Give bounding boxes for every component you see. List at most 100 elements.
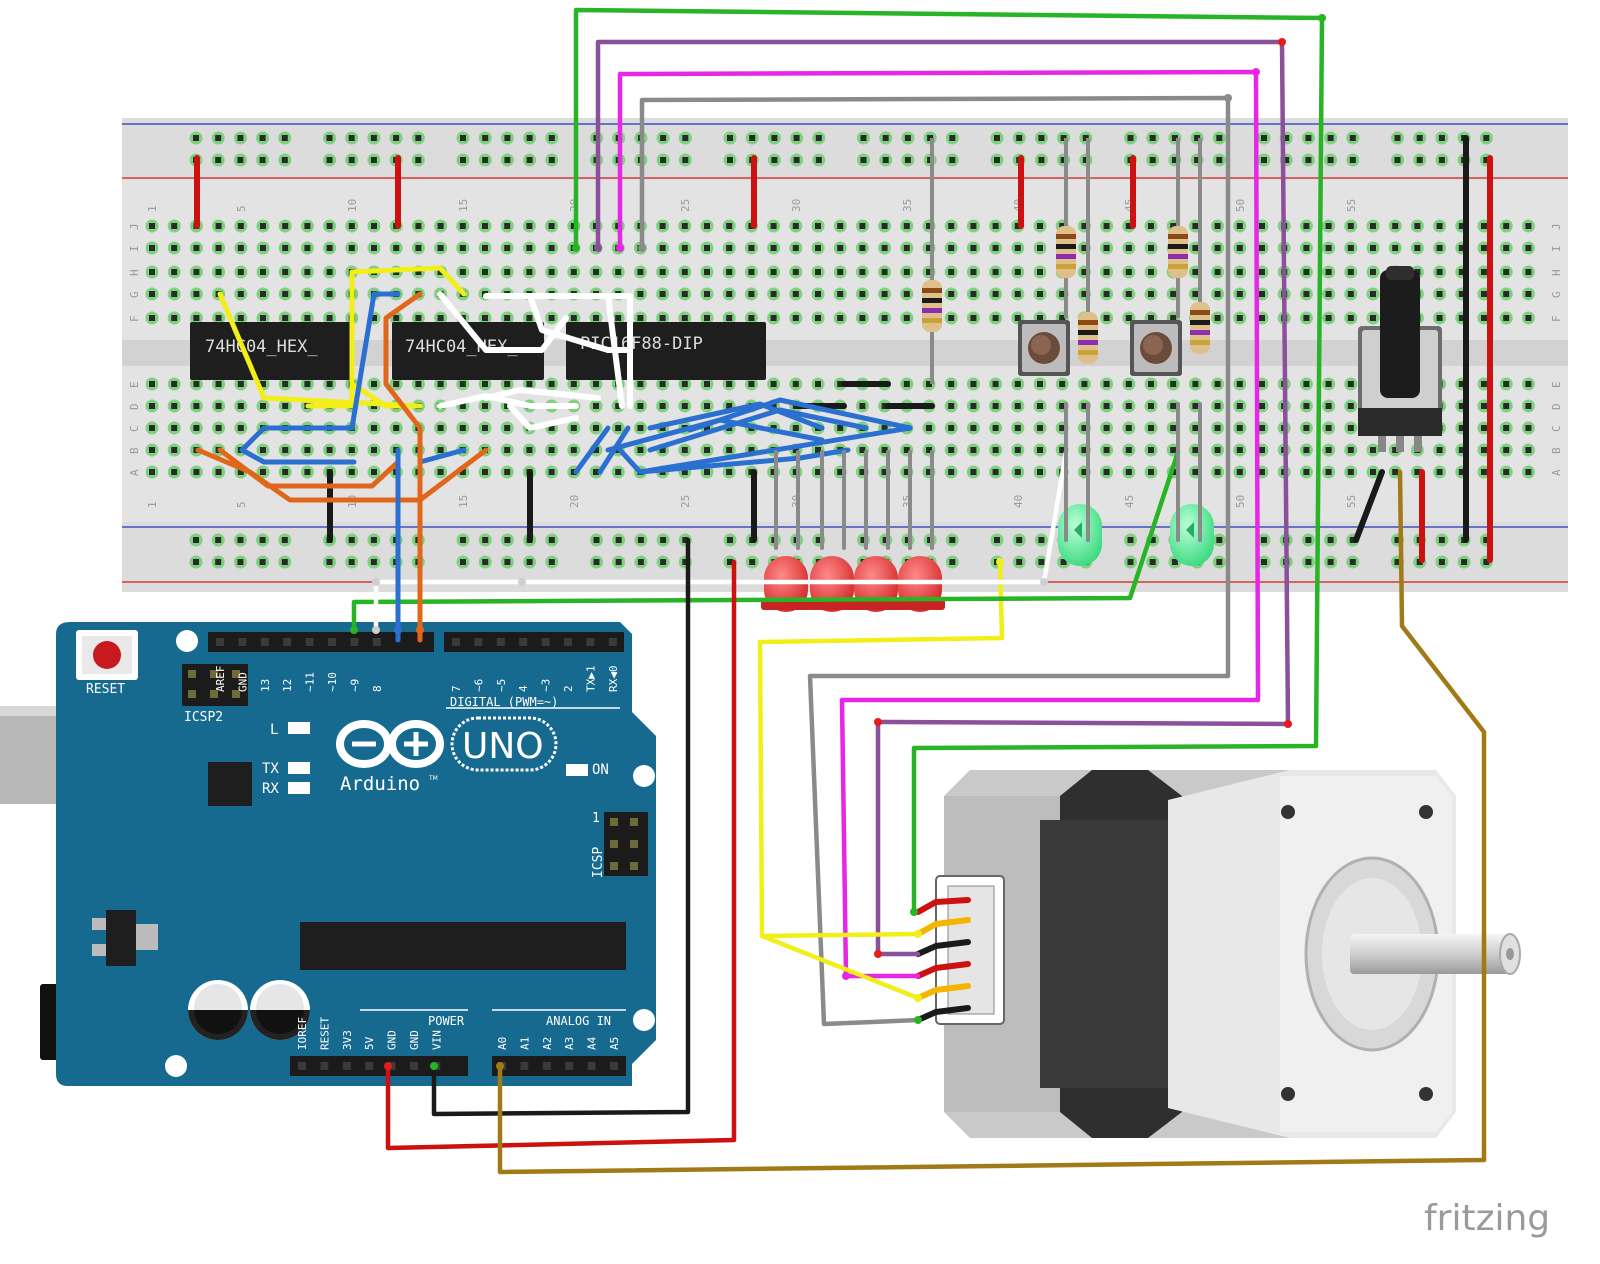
wire-end bbox=[910, 908, 918, 916]
resistor bbox=[1168, 226, 1188, 278]
chip-ic1-label: 74HC04_HEX_ bbox=[205, 337, 318, 357]
row-letter: D bbox=[1550, 403, 1563, 410]
chip-ic3[interactable]: PIC16F88-DIP bbox=[566, 322, 766, 380]
column-number: 5 bbox=[235, 501, 248, 508]
analog-pin-label: A3 bbox=[563, 1037, 576, 1050]
breadboard-holes bbox=[145, 131, 1535, 569]
digital-pin-holes bbox=[216, 638, 617, 646]
wire-end bbox=[842, 972, 850, 980]
wire-end bbox=[616, 244, 624, 252]
wire-end bbox=[638, 244, 646, 252]
row-letter: H bbox=[1550, 269, 1563, 276]
wire-end bbox=[372, 578, 380, 586]
digital-pin-label: 8 bbox=[371, 685, 384, 692]
resistor bbox=[1190, 302, 1210, 354]
push-button-2[interactable] bbox=[1130, 320, 1182, 376]
column-number: 15 bbox=[457, 495, 470, 508]
rx-led-label: RX bbox=[262, 781, 279, 797]
breadboard-short-jumpers bbox=[194, 135, 1493, 563]
l-led-label: L bbox=[270, 722, 278, 738]
digital-pin-label: 13 bbox=[259, 679, 272, 692]
rx-led bbox=[288, 782, 310, 794]
wire-end bbox=[384, 1062, 392, 1070]
row-letter: A bbox=[128, 469, 141, 476]
analog-pin-label: A0 bbox=[496, 1037, 509, 1050]
icsp2-header bbox=[182, 664, 248, 706]
column-number: 55 bbox=[1345, 199, 1358, 212]
row-letter: J bbox=[128, 223, 141, 230]
icsp-label: ICSP bbox=[591, 847, 606, 878]
on-led-label: ON bbox=[592, 762, 609, 778]
wire-end bbox=[914, 1016, 922, 1024]
row-letter: A bbox=[1550, 469, 1563, 476]
digital-label: DIGITAL (PWM=~) bbox=[450, 695, 558, 709]
digital-pin-label: ~11 bbox=[304, 672, 317, 692]
digital-pin-label: AREF bbox=[214, 666, 227, 693]
column-number: 1 bbox=[146, 205, 159, 212]
arduino-tm: TM bbox=[428, 775, 438, 782]
digital-pin-label: 2 bbox=[562, 685, 575, 692]
tx-led-label: TX bbox=[262, 761, 279, 777]
reset-button[interactable] bbox=[76, 630, 138, 680]
wire-end bbox=[914, 994, 922, 1002]
column-number: 35 bbox=[901, 199, 914, 212]
chip-ic1[interactable]: 74HC04_HEX_ bbox=[190, 322, 354, 380]
column-number: 25 bbox=[679, 495, 692, 508]
row-letter: E bbox=[1550, 381, 1563, 388]
column-number: 50 bbox=[1234, 495, 1247, 508]
wire-end bbox=[1284, 720, 1292, 728]
resistor bbox=[1056, 226, 1076, 278]
analog-pin-label: A2 bbox=[541, 1037, 554, 1050]
analog-header bbox=[492, 1056, 626, 1076]
column-number: 30 bbox=[790, 199, 803, 212]
uno-label: UNO bbox=[462, 726, 544, 767]
long-wires bbox=[350, 7, 1487, 1175]
digital-pin-label: 4 bbox=[517, 685, 530, 692]
digital-pin-label: ~6 bbox=[472, 679, 485, 692]
row-letter: B bbox=[128, 447, 141, 454]
row-letter: I bbox=[128, 245, 141, 252]
push-button-1[interactable] bbox=[1018, 320, 1070, 376]
row-letter: C bbox=[1550, 425, 1563, 432]
digital-header-low bbox=[444, 632, 624, 652]
column-number: 25 bbox=[679, 199, 692, 212]
column-number: 5 bbox=[235, 205, 248, 212]
capacitor-1 bbox=[188, 980, 248, 1040]
stepper-motor bbox=[935, 770, 1521, 1138]
potentiometer[interactable] bbox=[1358, 266, 1442, 452]
column-number: 45 bbox=[1123, 495, 1136, 508]
wire-end bbox=[1278, 38, 1286, 46]
microcontroller-chip bbox=[300, 922, 626, 970]
power-pin-label: IOREF bbox=[296, 1017, 309, 1050]
digital-pin-label: GND bbox=[236, 672, 249, 692]
wire-end bbox=[350, 626, 358, 634]
usb-chip bbox=[208, 762, 252, 806]
reset-label: RESET bbox=[86, 682, 125, 697]
digital-pin-label: TX▶1 bbox=[584, 666, 597, 693]
tx-led bbox=[288, 762, 310, 774]
wire-end bbox=[1224, 94, 1232, 102]
row-letter: G bbox=[128, 291, 141, 298]
logo-minus-plus bbox=[352, 732, 428, 756]
wire-end bbox=[914, 930, 922, 938]
arduino-brand-label: Arduino bbox=[340, 773, 420, 795]
logic-wires bbox=[195, 265, 913, 623]
row-letter: B bbox=[1550, 447, 1563, 454]
led-green bbox=[1170, 504, 1214, 566]
resistor bbox=[1078, 312, 1098, 364]
icsp-header bbox=[604, 812, 648, 876]
row-letter: F bbox=[128, 315, 141, 322]
wire-end bbox=[874, 950, 882, 958]
icsp2-label: ICSP2 bbox=[184, 710, 223, 725]
digital-header-high bbox=[208, 632, 434, 652]
voltage-regulator bbox=[92, 910, 158, 966]
power-pin-label: 3V3 bbox=[341, 1030, 354, 1050]
column-number: 55 bbox=[1345, 495, 1358, 508]
icsp-pin1-label: 1 bbox=[592, 811, 600, 826]
analog-pin-label: A1 bbox=[518, 1037, 531, 1050]
row-letter: F bbox=[1550, 315, 1563, 322]
resistors bbox=[922, 138, 1210, 384]
